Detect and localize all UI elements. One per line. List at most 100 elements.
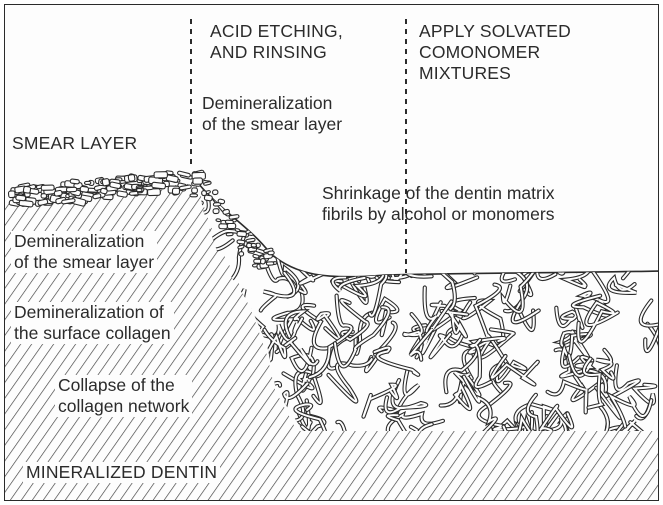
collagen-fibril-core: [491, 223, 524, 245]
shrinkage-line-1: Shrinkage of the dentin matrix: [322, 183, 555, 204]
apply-comonomer-line-1: APPLY SOLVATED: [419, 21, 571, 42]
collagen-fibril: [525, 225, 555, 279]
smear-debris-chunk: [152, 182, 166, 189]
smear-debris-chunk: [193, 178, 203, 184]
collagen-fibril: [335, 225, 365, 273]
collagen-fibril: [616, 198, 639, 258]
smear-debris-chunk: [239, 252, 244, 256]
shrinkage-line-2: fibrils by alcohol or monomers: [322, 204, 555, 225]
collagen-fibril-core: [612, 175, 644, 200]
smear-debris-chunk: [16, 195, 26, 201]
collagen-fibril: [390, 258, 426, 276]
smear-debris-chunk: [41, 185, 54, 190]
smear-debris-chunk: [253, 254, 260, 258]
top-demineralization-line-2: of the smear layer: [202, 114, 342, 135]
smear-debris-chunk: [80, 186, 89, 192]
demineralization-collagen-label: Demineralization of the surface collagen: [11, 302, 174, 344]
smear-debris-chunk: [266, 262, 274, 266]
smear-debris-chunk: [237, 240, 245, 244]
collagen-fibril-core: [653, 253, 659, 271]
collagen-fibril-core: [390, 258, 426, 276]
collagen-fibril-core: [485, 223, 511, 259]
acid-etching-line-2: AND RINSING: [210, 42, 343, 63]
smear-debris-chunk: [102, 178, 110, 186]
collagen-fibril-core: [634, 186, 659, 252]
left-demineralization-smear-line-1: Demineralization: [11, 231, 157, 252]
smear-debris-chunk: [268, 251, 275, 255]
smear-debris-chunk: [226, 233, 233, 236]
smear-debris-chunk: [213, 209, 219, 214]
smear-debris-chunk: [128, 174, 135, 181]
smear-debris-chunk: [212, 190, 218, 195]
smear-debris-chunk: [8, 191, 15, 198]
smear-debris-chunk: [172, 188, 179, 194]
diagram-frame: ACID ETCHING, AND RINSING APPLY SOLVATED…: [4, 4, 659, 501]
apply-comonomer-header: APPLY SOLVATED COMONOMER MIXTURES: [419, 21, 571, 84]
smear-debris-chunk: [54, 190, 62, 196]
collagen-fibril: [538, 218, 577, 271]
collagen-fibril: [653, 253, 659, 271]
collapse-label: Collapse of the collagen network: [55, 375, 192, 417]
collapse-line-1: Collapse of the: [55, 375, 192, 396]
collagen-fibril-core: [257, 192, 289, 218]
collagen-fibril: [485, 223, 511, 259]
demineralization-collagen-line-2: the surface collagen: [11, 323, 174, 344]
smear-debris-chunk: [216, 219, 221, 222]
smear-debris-chunk: [84, 181, 90, 184]
collapse-line-2: collagen network: [55, 396, 192, 417]
collagen-fibril-core: [616, 198, 639, 258]
apply-comonomer-line-3: MIXTURES: [419, 63, 571, 84]
smear-debris-chunk: [219, 224, 228, 229]
smear-debris-chunk: [218, 199, 225, 204]
collagen-fibril: [491, 223, 524, 245]
top-demineralization-line-1: Demineralization: [202, 93, 342, 114]
collagen-fibril: [634, 186, 659, 252]
collagen-fibril-core: [604, 223, 638, 279]
shrinkage-label: Shrinkage of the dentin matrix fibrils b…: [322, 183, 555, 225]
collagen-fibril: [319, 227, 366, 248]
collagen-fibril: [401, 235, 424, 254]
smear-debris-chunk: [237, 231, 247, 236]
smear-debris-chunk: [23, 186, 31, 193]
collagen-fibril-core: [612, 183, 635, 205]
collagen-fibril-core: [525, 225, 555, 279]
acid-etching-header: ACID ETCHING, AND RINSING: [210, 21, 343, 63]
smear-debris-chunk: [201, 190, 206, 195]
smear-debris-chunk: [260, 258, 265, 264]
collagen-fibril-core: [319, 227, 366, 248]
collagen-fibril: [645, 247, 659, 285]
demineralization-collagen-line-1: Demineralization of: [11, 302, 174, 323]
apply-comonomer-line-2: COMONOMER: [419, 42, 571, 63]
left-demineralization-smear-label: Demineralization of the smear layer: [11, 231, 157, 273]
collagen-fibril-core: [270, 186, 295, 226]
smear-debris-chunk: [238, 245, 245, 249]
collagen-fibril: [270, 186, 295, 226]
smear-debris-chunk: [136, 189, 142, 192]
collagen-fibril: [612, 175, 644, 200]
acid-etching-line-1: ACID ETCHING,: [210, 21, 343, 42]
collagen-fibril: [391, 229, 416, 280]
collagen-fibril-core: [538, 218, 577, 271]
smear-debris-chunk: [41, 194, 47, 199]
collagen-fibril: [612, 183, 635, 205]
smear-debris-chunk: [251, 243, 256, 247]
smear-debris-chunk: [223, 209, 230, 215]
smear-debris-chunk: [154, 172, 167, 178]
top-demineralization-label: Demineralization of the smear layer: [202, 93, 342, 135]
smear-debris-chunk: [192, 188, 198, 193]
smear-debris-chunk: [66, 187, 76, 192]
collagen-fibril-core: [391, 229, 416, 280]
smear-debris-chunk: [19, 200, 33, 207]
smear-debris-chunk: [70, 179, 80, 184]
smear-debris-chunk: [100, 188, 107, 194]
smear-debris-chunk: [227, 223, 235, 228]
mineralized-dentin-label: MINERALIZED DENTIN: [23, 462, 220, 483]
collagen-fibril: [604, 223, 638, 279]
smear-debris-chunk: [190, 194, 198, 197]
collagen-fibril-core: [401, 235, 424, 254]
smear-debris-chunk: [177, 171, 190, 178]
left-demineralization-smear-line-2: of the smear layer: [11, 252, 157, 273]
collagen-fibril: [257, 192, 289, 218]
collagen-fibril-core: [650, 179, 659, 225]
smear-layer-label: SMEAR LAYER: [12, 133, 137, 154]
